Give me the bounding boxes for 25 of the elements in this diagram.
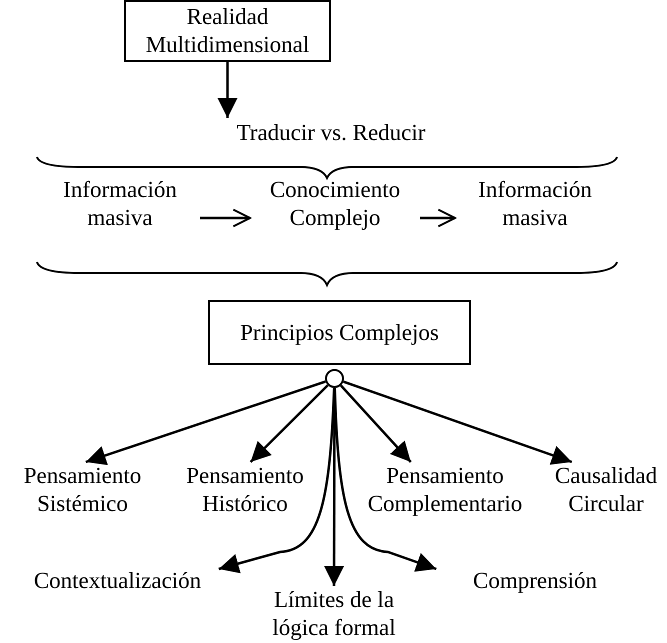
arrow <box>340 384 412 463</box>
text-label: Información masiva <box>455 176 615 232</box>
text-label: Comprensión <box>430 566 640 596</box>
text-label: Causalidad Circular <box>545 462 667 518</box>
arrow <box>334 388 437 572</box>
arrow <box>324 388 344 586</box>
process-box <box>124 0 331 62</box>
text-label: Traducir vs. Reducir <box>226 118 436 148</box>
text-label: Límites de la lógica formal <box>254 586 414 642</box>
text-label: Contextualización <box>5 566 230 596</box>
text-label: Pensamiento Histórico <box>175 462 315 518</box>
box-label: Principios Complejos <box>240 318 439 346</box>
arrow <box>250 384 329 463</box>
text-label: Información masiva <box>40 176 200 232</box>
box-label: Realidad Multidimensional <box>144 3 310 59</box>
arrow <box>218 62 238 118</box>
process-box <box>208 300 471 365</box>
junction-circle <box>325 369 344 388</box>
arrow <box>85 380 326 466</box>
arrow <box>343 380 572 465</box>
text-label: Pensamiento Sistémico <box>0 462 165 518</box>
text-label: Pensamiento Complementario <box>350 462 540 518</box>
arrow <box>200 208 251 228</box>
arrow <box>420 208 456 228</box>
text-label: Conocimiento Complejo <box>250 176 420 232</box>
